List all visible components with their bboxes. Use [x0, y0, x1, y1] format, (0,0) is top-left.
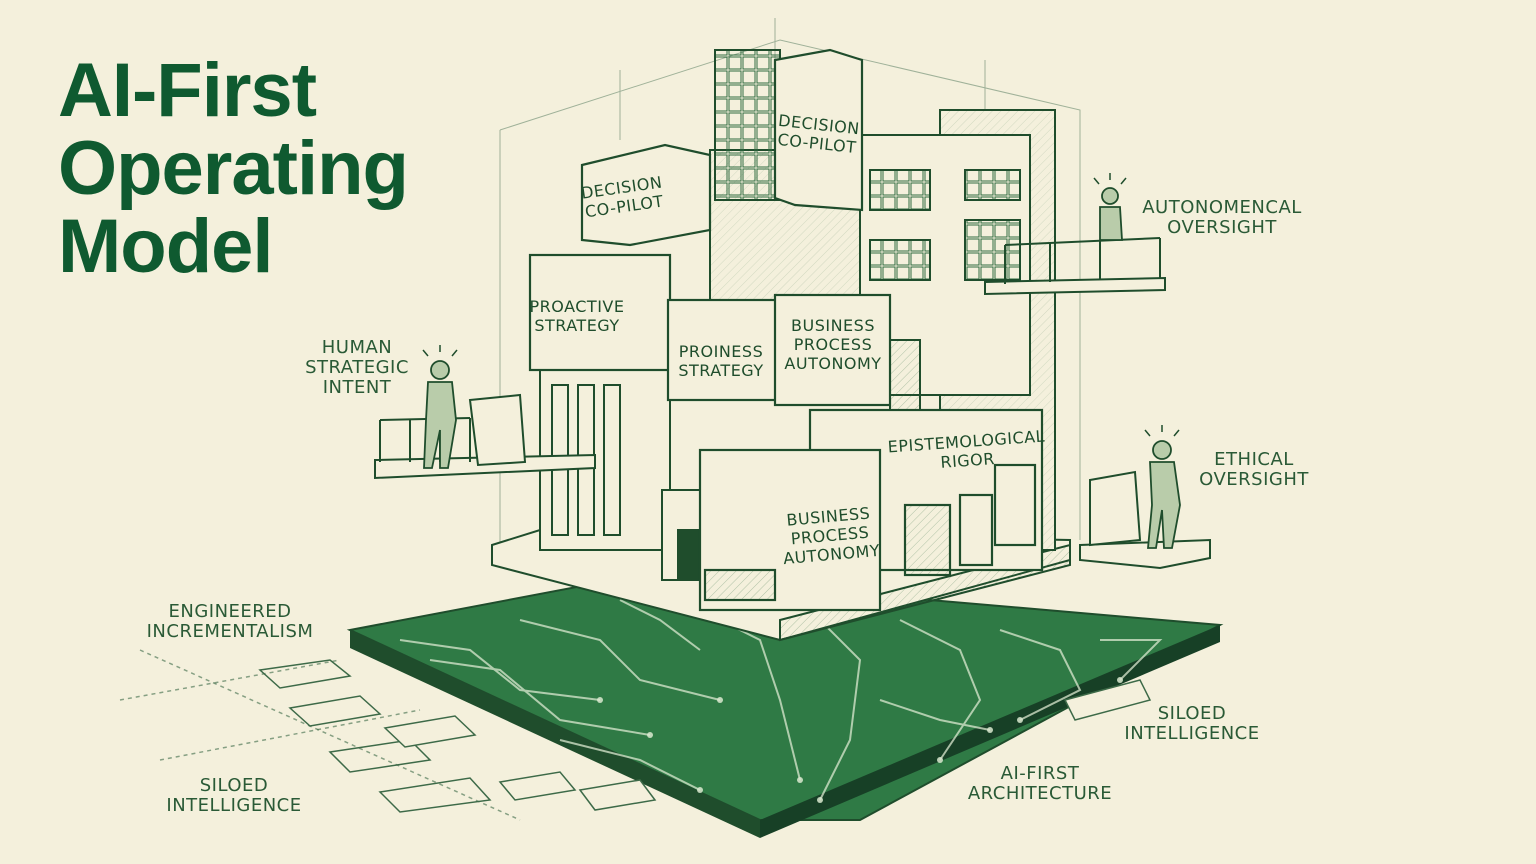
module-boxes: [528, 48, 1044, 612]
title-line: Operating: [58, 126, 409, 211]
tile-floor: [119, 649, 1152, 821]
circuit-board: [346, 573, 1224, 838]
annotation-line: AUTONOMENCAL: [1142, 197, 1302, 218]
annotation-line: INTENT: [322, 377, 392, 398]
page-title: AI-First Operating Model: [58, 48, 409, 289]
annotation-line: INTELLIGENCE: [166, 795, 302, 816]
annotation-line: STRATEGIC: [305, 357, 409, 378]
module-label: BUSINESS: [791, 316, 875, 335]
label-siloed-intelligence-left: SILOED INTELLIGENCE: [166, 776, 301, 816]
module-label: STRATEGY: [678, 361, 764, 380]
label-autonomical-oversight: AUTONOMENCAL OVERSIGHT: [1142, 198, 1302, 238]
annotation-line: ETHICAL: [1214, 449, 1294, 470]
title-line: Model: [58, 204, 274, 289]
label-siloed-intelligence-right: SILOED INTELLIGENCE: [1124, 704, 1259, 744]
module-label: PROACTIVE: [529, 297, 625, 316]
module-label: PROCESS: [793, 335, 873, 354]
annotation-line: AI-FIRST: [1000, 763, 1080, 784]
label-ai-first-architecture: AI-FIRST ARCHITECTURE: [968, 764, 1112, 804]
idea-rays: [422, 173, 1180, 437]
label-human-strategic-intent: HUMAN STRATEGIC INTENT: [305, 338, 409, 398]
module-business-process-autonomy-lower: BUSINESS PROCESS AUTONOMY: [779, 503, 880, 568]
module-label: AUTONOMY: [784, 354, 882, 373]
annotation-line: OVERSIGHT: [1167, 217, 1277, 238]
title-line: AI-First: [58, 48, 317, 133]
label-engineered-incrementalism: ENGINEERED INCREMENTALISM: [147, 602, 314, 642]
module-label: STRATEGY: [534, 316, 620, 335]
module-label: PROINESS: [678, 342, 764, 361]
annotation-line: ENGINEERED: [168, 601, 292, 622]
annotation-line: HUMAN: [321, 337, 393, 358]
annotation-line: OVERSIGHT: [1199, 469, 1309, 490]
construction-lines: [499, 18, 1081, 560]
annotation-line: ARCHITECTURE: [967, 783, 1113, 804]
module-proactive-strategy: PROACTIVE STRATEGY: [530, 297, 625, 335]
annotation-line: INTELLIGENCE: [1124, 723, 1260, 744]
annotation-line: INCREMENTALISM: [146, 621, 314, 642]
module-proiness-strategy: PROINESS STRATEGY: [678, 342, 763, 380]
label-ethical-oversight: ETHICAL OVERSIGHT: [1199, 450, 1309, 490]
human-figures: [423, 187, 1181, 549]
annotation-line: SILOED: [1157, 703, 1227, 724]
annotation-line: SILOED: [199, 775, 269, 796]
module-business-process-autonomy-upper: BUSINESS PROCESS AUTONOMY: [784, 316, 881, 373]
